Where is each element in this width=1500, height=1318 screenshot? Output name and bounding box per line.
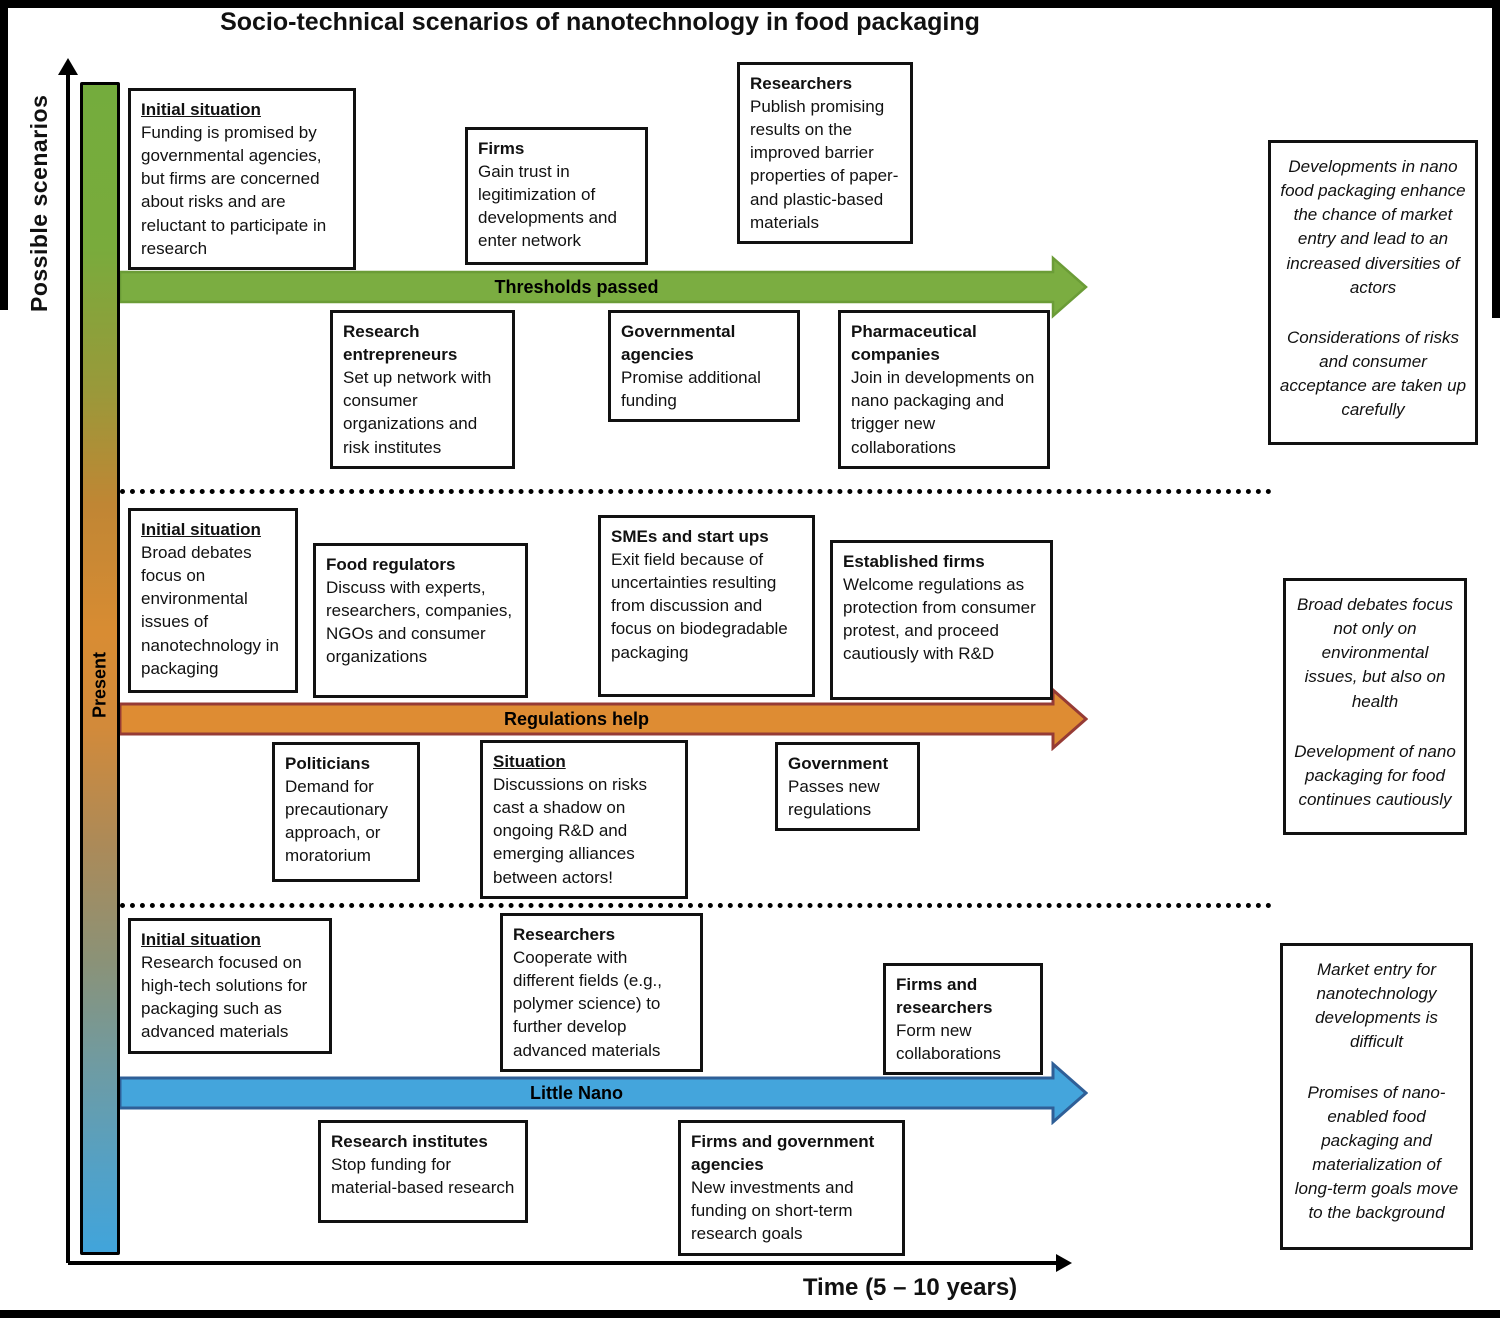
box-body: Form new collaborations (896, 1021, 1001, 1064)
y-axis-line (66, 70, 70, 1263)
page-title: Socio-technical scenarios of nanotechnol… (220, 8, 980, 36)
outcome-box-thresholds-passed: Developments in nano food packaging enha… (1268, 140, 1478, 445)
box-title: Government (788, 754, 889, 773)
box-body: Funding is promised by governmental agen… (141, 123, 327, 258)
box-body: Broad debates focus on environmental iss… (141, 543, 280, 678)
box-title: Firms and researchers (896, 975, 993, 1018)
arrow-label: Regulations help (503, 708, 649, 729)
box-title: Situation (493, 752, 566, 771)
y-axis-arrowhead-icon (58, 58, 78, 75)
arrow-shape-icon (120, 687, 1088, 751)
box-title: Research institutes (331, 1132, 488, 1151)
box-title: Pharmaceutical companies (851, 322, 977, 365)
present-label: Present (89, 651, 110, 719)
box-firms-and-researchers: Firms and researchers Form new collabora… (883, 963, 1043, 1076)
box-body: Exit field because of uncertainties resu… (611, 550, 788, 662)
arrow-label: Thresholds passed (494, 276, 659, 297)
box-body: Passes new regulations (788, 777, 880, 820)
box-title: Food regulators (326, 555, 456, 574)
outcome-box-regulations-help: Broad debates focus not only on environm… (1283, 578, 1467, 835)
outcome-paragraph: Promises of nano-enabled food packaging … (1294, 1082, 1459, 1223)
box-body: Discuss with experts, researchers, compa… (326, 578, 513, 667)
outcome-paragraph: Considerations of risks and consumer acc… (1279, 327, 1467, 420)
box-body: Promise additional funding (621, 368, 761, 411)
box-food-regulators: Food regulators Discuss with experts, re… (313, 543, 528, 698)
x-axis-label: Time (5 – 10 years) (802, 1274, 1018, 1301)
box-title: SMEs and start ups (611, 527, 769, 546)
frame-bar-right (1492, 0, 1500, 318)
box-title: Initial situation (141, 100, 261, 119)
box-title: Researchers (750, 74, 853, 93)
scenario-arrow-regulations-help: Regulations help (120, 687, 1088, 751)
box-initial-situation-1: Initial situation Funding is promised by… (128, 88, 356, 270)
box-body: Discussions on risks cast a shadow on on… (493, 775, 647, 887)
box-smes-startups: SMEs and start ups Exit field because of… (598, 515, 815, 697)
x-axis-line (68, 1261, 1058, 1265)
box-title: Firms (478, 139, 525, 158)
box-title: Initial situation (141, 520, 261, 539)
box-researchers-top: Researchers Publish promising results on… (737, 62, 913, 244)
arrow-polygon (120, 1061, 1088, 1125)
dotted-separator-2 (120, 903, 1272, 908)
box-research-institutes: Research institutes Stop funding for mat… (318, 1120, 528, 1223)
box-body: Cooperate with different fields (e.g., p… (513, 948, 662, 1060)
arrow-shape-icon (120, 255, 1088, 319)
box-body: Demand for precautionary approach, or mo… (285, 777, 389, 866)
box-researchers-bottom: Researchers Cooperate with different fie… (500, 913, 703, 1072)
box-body: Set up network with consumer organizatio… (343, 368, 492, 457)
arrow-shape-icon (120, 1061, 1088, 1125)
outcome-paragraph: Broad debates focus not only on environm… (1297, 595, 1453, 711)
arrow-polygon (120, 255, 1088, 319)
outcome-paragraph: Market entry for nanotechnology developm… (1315, 960, 1438, 1052)
box-body: New investments and funding on short-ter… (691, 1178, 854, 1244)
box-body: Welcome regulations as protection from c… (843, 575, 1036, 664)
box-initial-situation-2: Initial situation Broad debates focus on… (128, 508, 298, 693)
box-research-entrepreneurs: Research entrepreneurs Set up network wi… (330, 310, 515, 469)
box-initial-situation-3: Initial situation Research focused on hi… (128, 918, 332, 1054)
box-title: Established firms (843, 552, 985, 571)
box-title: Firms and government agencies (691, 1132, 875, 1175)
box-title: Research entrepreneurs (343, 322, 458, 365)
outcome-paragraph: Developments in nano food packaging enha… (1280, 157, 1466, 297)
box-title: Politicians (285, 754, 371, 773)
box-governmental-agencies: Governmental agencies Promise additional… (608, 310, 800, 423)
box-situation: Situation Discussions on risks cast a sh… (480, 740, 688, 899)
scenario-arrow-little-nano: Little Nano (120, 1061, 1088, 1125)
frame-bar-top (0, 0, 1500, 8)
scenario-arrow-thresholds-passed: Thresholds passed (120, 255, 1088, 319)
box-pharmaceutical-companies: Pharmaceutical companies Join in develop… (838, 310, 1050, 469)
box-established-firms: Established firms Welcome regulations as… (830, 540, 1053, 700)
box-body: Research focused on high-tech solutions … (141, 953, 308, 1042)
box-body: Join in developments on nano packaging a… (851, 368, 1035, 457)
box-politicians: Politicians Demand for precautionary app… (272, 742, 420, 882)
box-title: Initial situation (141, 930, 261, 949)
y-axis-label: Possible scenarios (26, 94, 52, 312)
box-firms-and-government-agencies: Firms and government agencies New invest… (678, 1120, 905, 1256)
present-gradient-bar (80, 82, 120, 1255)
arrow-label: Little Nano (530, 1082, 623, 1103)
box-title: Researchers (513, 925, 616, 944)
outcome-box-little-nano: Market entry for nanotechnology developm… (1280, 943, 1473, 1250)
box-body: Gain trust in legitimization of developm… (478, 162, 617, 251)
arrow-polygon (120, 687, 1088, 751)
box-body: Publish promising results on the improve… (750, 97, 899, 232)
x-axis-arrowhead-icon (1056, 1254, 1072, 1272)
box-government: Government Passes new regulations (775, 742, 920, 832)
box-firms: Firms Gain trust in legitimization of de… (465, 127, 648, 265)
box-body: Stop funding for material-based research (331, 1155, 515, 1198)
frame-bar-bottom (0, 1310, 1500, 1318)
box-title: Governmental agencies (621, 322, 736, 365)
dotted-separator-1 (120, 489, 1272, 494)
frame-bar-left (0, 0, 8, 310)
outcome-paragraph: Development of nano packaging for food c… (1294, 741, 1456, 809)
